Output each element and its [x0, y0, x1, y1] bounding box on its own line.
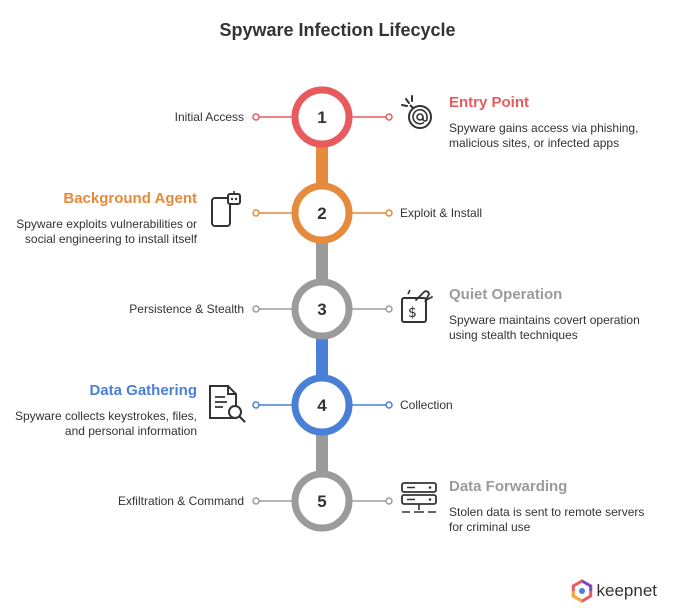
- server-icon: [401, 482, 437, 513]
- step-3-left-dot: [252, 305, 260, 313]
- brand-logo: keepnet: [570, 579, 658, 603]
- step-4-heading: Data Gathering: [89, 382, 197, 399]
- step-3-heading: Quiet Operation: [449, 286, 563, 303]
- phone-robot-icon: [211, 191, 241, 227]
- step-1-right-dot: [385, 113, 393, 121]
- step-2-description: Spyware exploits vulnerabilities or soci…: [16, 217, 197, 246]
- logo-text: keepnet: [596, 581, 658, 600]
- step-5-circle: [291, 470, 353, 532]
- svg-text:$: $: [408, 305, 417, 321]
- step-1-circle: [291, 86, 353, 148]
- step-1-label: Initial Access: [174, 110, 244, 124]
- step-2-label: Exploit & Install: [400, 206, 483, 220]
- step-4-number: 4: [317, 396, 327, 415]
- step-4-right-dot: [385, 401, 393, 409]
- hand-payment-icon: $: [401, 289, 433, 323]
- step-2-right-dot: [385, 209, 393, 217]
- step-4-description: Spyware collects keystrokes, files, and …: [14, 409, 197, 438]
- step-1-left-dot: [252, 113, 260, 121]
- document-search-icon: [209, 385, 246, 423]
- step-5-left-dot: [252, 497, 260, 505]
- step-2-circle: [291, 182, 353, 244]
- step-5-label: Exfiltration & Command: [117, 494, 244, 508]
- step-5-number: 5: [317, 492, 326, 511]
- step-2-number: 2: [317, 204, 326, 223]
- step-1-heading: Entry Point: [449, 94, 530, 111]
- step-4-label: Collection: [400, 398, 453, 412]
- step-3-circle: [291, 278, 353, 340]
- step-5-right-dot: [385, 497, 393, 505]
- step-5-heading: Data Forwarding: [449, 478, 568, 495]
- step-3-number: 3: [317, 300, 326, 319]
- step-3-right-dot: [385, 305, 393, 313]
- hacker-email-icon: [401, 95, 432, 129]
- step-2-heading: Background Agent: [63, 190, 197, 207]
- step-1-description: Spyware gains access via phishing, malic…: [449, 121, 639, 150]
- step-5-description: Stolen data is sent to remote servers fo…: [449, 505, 645, 534]
- step-3-description: Spyware maintains covert operation using…: [449, 313, 640, 342]
- page-title: Spyware Infection Lifecycle: [219, 20, 456, 40]
- step-4-left-dot: [252, 401, 260, 409]
- step-1-number: 1: [317, 108, 326, 127]
- keepnet-logo-icon: [571, 579, 592, 603]
- step-2-left-dot: [252, 209, 260, 217]
- step-4-circle: [291, 374, 353, 436]
- step-3-label: Persistence & Stealth: [129, 302, 244, 316]
